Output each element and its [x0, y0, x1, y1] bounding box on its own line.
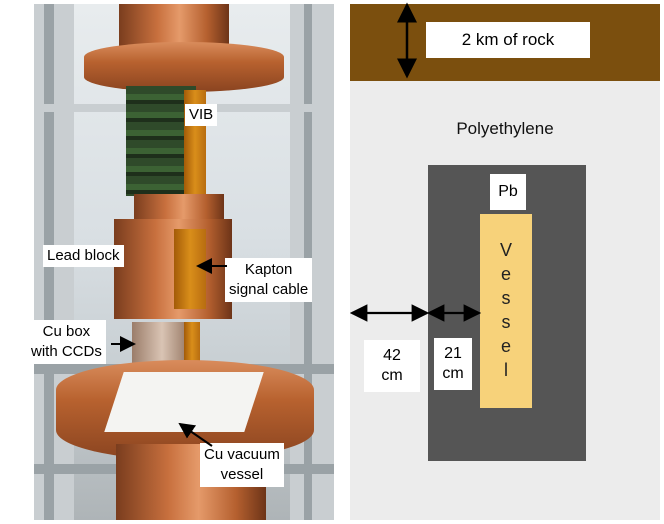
- vessel-letter: s: [501, 312, 511, 332]
- cu-box: [132, 322, 192, 366]
- label-kapton-line2: signal cable: [229, 281, 309, 298]
- label-lead-block: Lead block: [43, 245, 124, 267]
- label-cu-box-line2: with CCDs: [31, 343, 102, 360]
- vessel-letter: l: [504, 360, 508, 380]
- lead-block-cylinder: [114, 219, 232, 319]
- vessel-vertical-label: V e s s e l: [480, 238, 532, 382]
- vessel-letter: V: [499, 240, 512, 260]
- dim-inner-value: 21: [444, 345, 462, 362]
- dim-outer-value: 42: [383, 347, 401, 364]
- vessel-block: [480, 214, 532, 408]
- top-copper-flange: [84, 42, 284, 92]
- label-cu-vacuum-vessel: Cu vacuum vessel: [200, 443, 284, 487]
- arrow-cu-vessel: [178, 422, 213, 447]
- label-cu-vessel-line2: vessel: [220, 466, 264, 483]
- dim-inner-label: 21 cm: [434, 338, 472, 390]
- dim-outer-label: 42 cm: [364, 340, 420, 392]
- polyethylene-label: Polyethylene: [456, 119, 554, 138]
- shielding-schematic: 2 km of rock Polyethylene Pb V e s s e l…: [350, 4, 660, 520]
- dim-outer-unit: cm: [381, 367, 403, 384]
- label-kapton-line1: Kapton: [244, 261, 293, 278]
- pb-label: Pb: [490, 174, 526, 210]
- vessel-letter: s: [501, 288, 511, 308]
- kapton-cable-lower: [184, 322, 200, 362]
- label-cu-box-with-ccds: Cu box with CCDs: [27, 320, 106, 364]
- label-cu-box-line1: Cu box: [42, 323, 91, 340]
- dim-inner-unit: cm: [442, 365, 464, 382]
- label-cu-vessel-line1: Cu vacuum: [204, 446, 280, 463]
- vessel-letter: e: [500, 336, 511, 356]
- rock-label: 2 km of rock: [426, 22, 590, 58]
- label-kapton-signal-cable: Kapton signal cable: [225, 258, 313, 302]
- label-vib: VIB: [185, 104, 218, 126]
- vessel-letter: e: [500, 264, 511, 284]
